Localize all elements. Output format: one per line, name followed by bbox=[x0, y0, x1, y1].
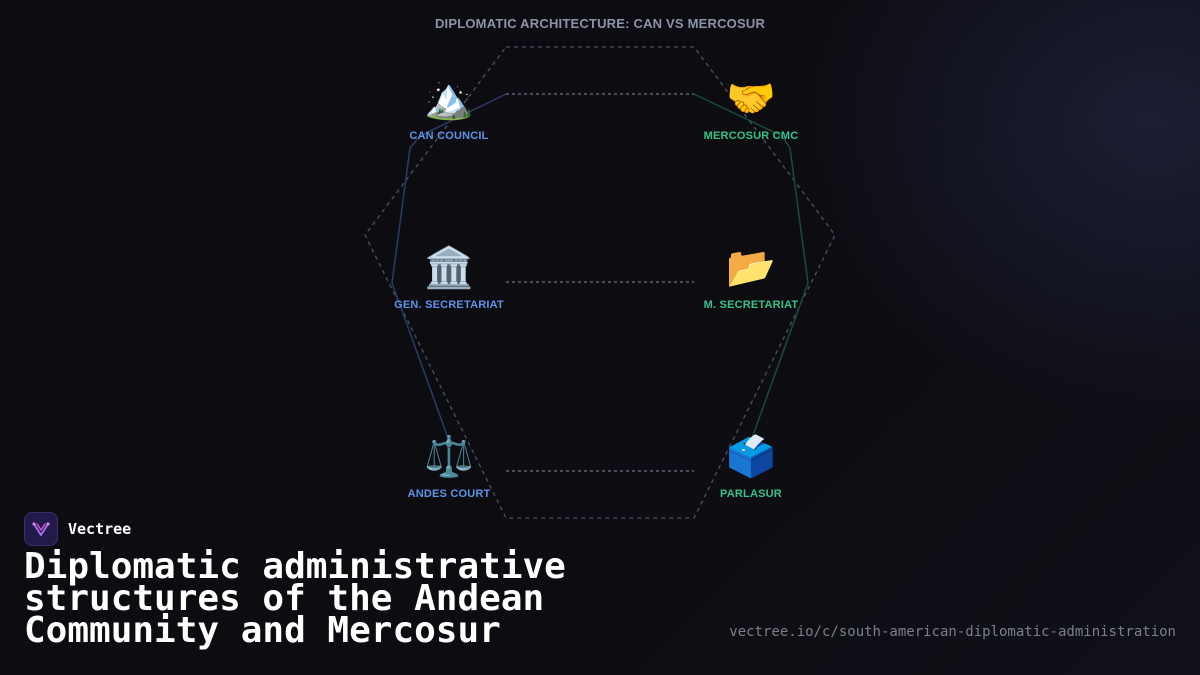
node-andes-court[interactable]: ⚖️ ANDES COURT bbox=[369, 432, 529, 500]
ballot-box-icon: 🗳️ bbox=[726, 434, 776, 480]
title-line: structures of the Andean bbox=[24, 578, 545, 619]
node-label: CAN COUNCIL bbox=[409, 130, 489, 142]
logo-mark bbox=[32, 522, 50, 536]
open-folder-icon: 📂 bbox=[726, 245, 776, 291]
diagram-title: DIPLOMATIC ARCHITECTURE: CAN VS MERCOSUR bbox=[434, 16, 766, 31]
node-label: PARLASUR bbox=[720, 488, 782, 500]
mountain-icon: 🏔️ bbox=[424, 76, 474, 122]
node-label: GEN. SECRETARIAT bbox=[394, 299, 504, 311]
node-label: M. SECRETARIAT bbox=[703, 299, 799, 311]
node-label: MERCOSUR CMC bbox=[703, 130, 799, 142]
title-line: Diplomatic administrative bbox=[24, 546, 566, 587]
node-parlasur[interactable]: 🗳️ PARLASUR bbox=[671, 432, 831, 500]
vectree-logo-icon bbox=[24, 512, 58, 546]
handshake-icon: 🤝 bbox=[726, 76, 776, 122]
brand-name: Vectree bbox=[68, 520, 132, 538]
node-label: ANDES COURT bbox=[407, 488, 491, 500]
mercosur-outline bbox=[693, 93, 809, 439]
node-m-secretariat[interactable]: 📂 M. SECRETARIAT bbox=[671, 243, 831, 311]
outer-hexagon bbox=[364, 46, 836, 519]
title-line: Community and Mercosur bbox=[24, 610, 501, 651]
can-outline bbox=[391, 93, 507, 439]
brand[interactable]: Vectree bbox=[24, 512, 131, 546]
node-can-council[interactable]: 🏔️ CAN COUNCIL bbox=[369, 74, 529, 142]
page-title: Diplomatic administrative structures of … bbox=[24, 546, 724, 651]
balance-scale-icon: ⚖️ bbox=[424, 434, 474, 480]
node-mercosur-cmc[interactable]: 🤝 MERCOSUR CMC bbox=[671, 74, 831, 142]
classical-building-icon: 🏛️ bbox=[424, 245, 474, 291]
source-url[interactable]: vectree.io/c/south-american-diplomatic-a… bbox=[729, 624, 1176, 640]
node-gen-secretariat[interactable]: 🏛️ GEN. SECRETARIAT bbox=[369, 243, 529, 311]
